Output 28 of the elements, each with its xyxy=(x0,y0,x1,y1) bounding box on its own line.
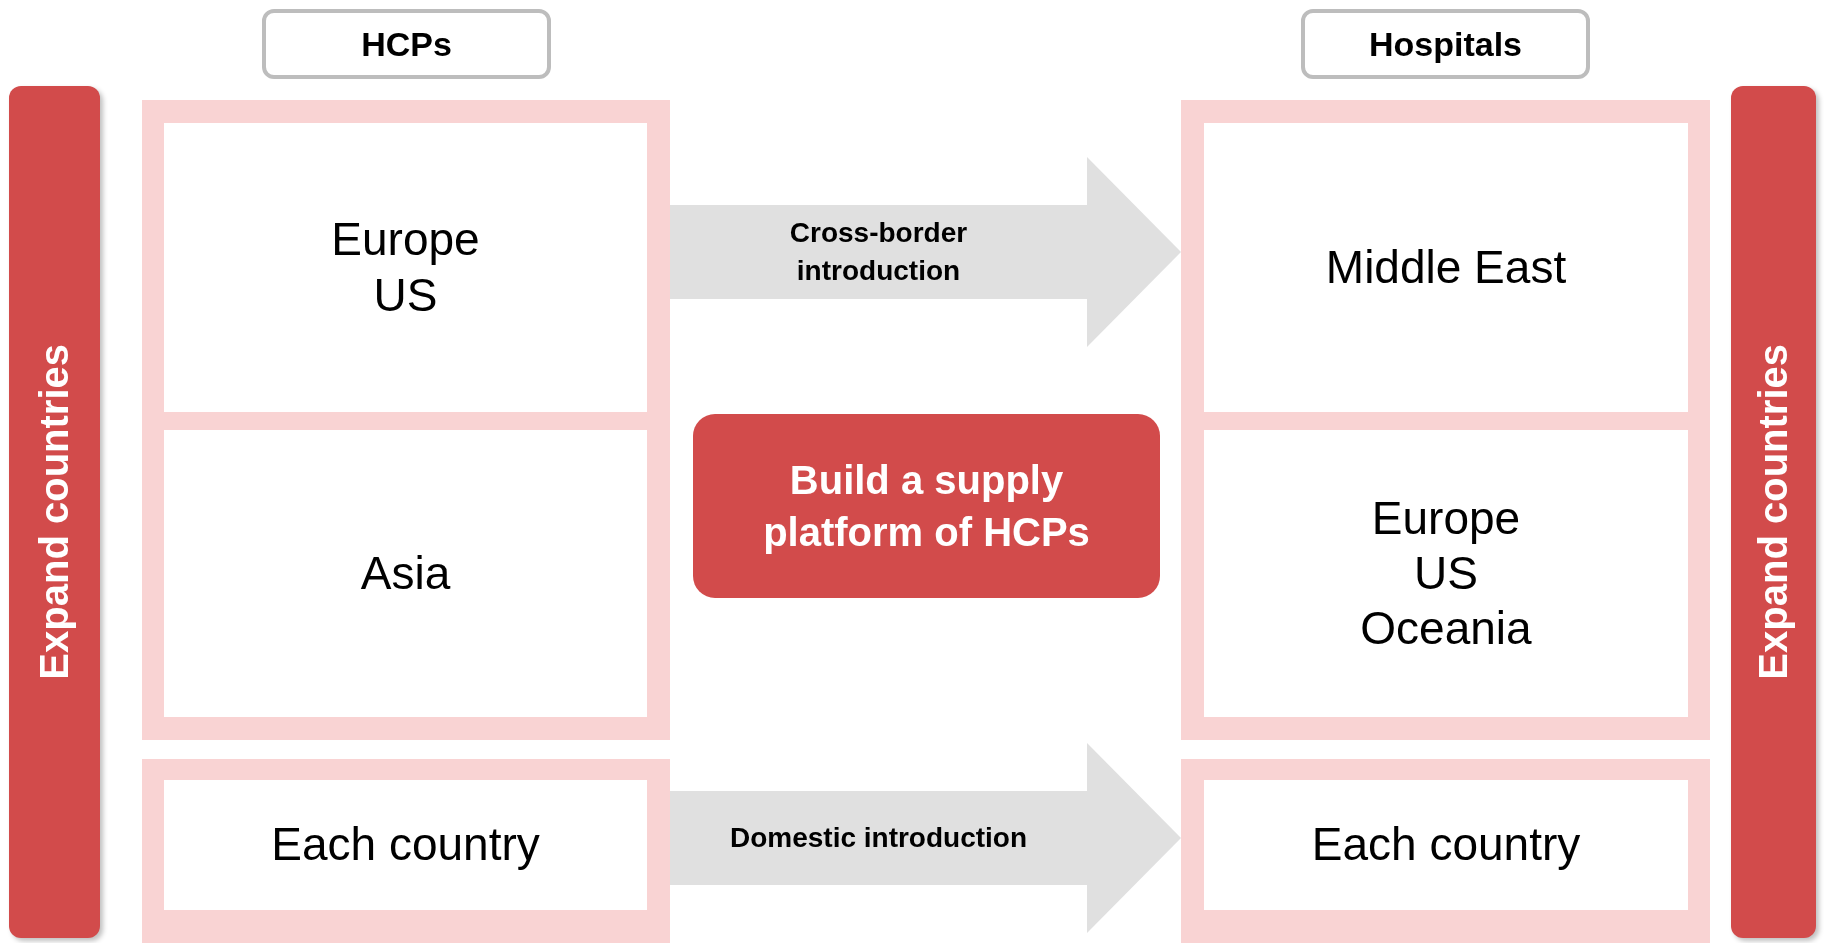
banner-text: Expand countries xyxy=(32,344,77,680)
platform-text: Build a supply platform of HCPs xyxy=(762,457,1091,556)
region-panel xyxy=(1204,123,1688,412)
region-frame xyxy=(1181,759,1710,943)
header-box xyxy=(262,9,551,79)
block-arrow xyxy=(670,157,1181,347)
region-panel xyxy=(164,780,647,910)
region-text: Middle East xyxy=(1325,239,1567,295)
block-arrow xyxy=(670,743,1181,933)
region-text: Europe US xyxy=(330,212,481,323)
region-text: Each country xyxy=(1311,817,1581,873)
side-banner xyxy=(9,86,100,938)
region-frame xyxy=(142,100,670,740)
region-text: Each country xyxy=(271,817,540,873)
header-text: Hospitals xyxy=(1368,24,1522,64)
region-panel xyxy=(1204,430,1688,717)
region-panel xyxy=(164,430,647,717)
region-panel xyxy=(1204,780,1688,910)
banner-text: Expand countries xyxy=(1751,344,1796,680)
side-banner xyxy=(1731,86,1816,938)
platform-box xyxy=(693,414,1160,598)
region-text: Asia xyxy=(360,545,451,601)
header-box xyxy=(1301,9,1590,79)
region-frame xyxy=(142,759,670,943)
region-text: Europe US Oceania xyxy=(1359,490,1533,657)
region-panel xyxy=(164,123,647,412)
header-text: HCPs xyxy=(361,24,452,64)
region-frame xyxy=(1181,100,1710,740)
